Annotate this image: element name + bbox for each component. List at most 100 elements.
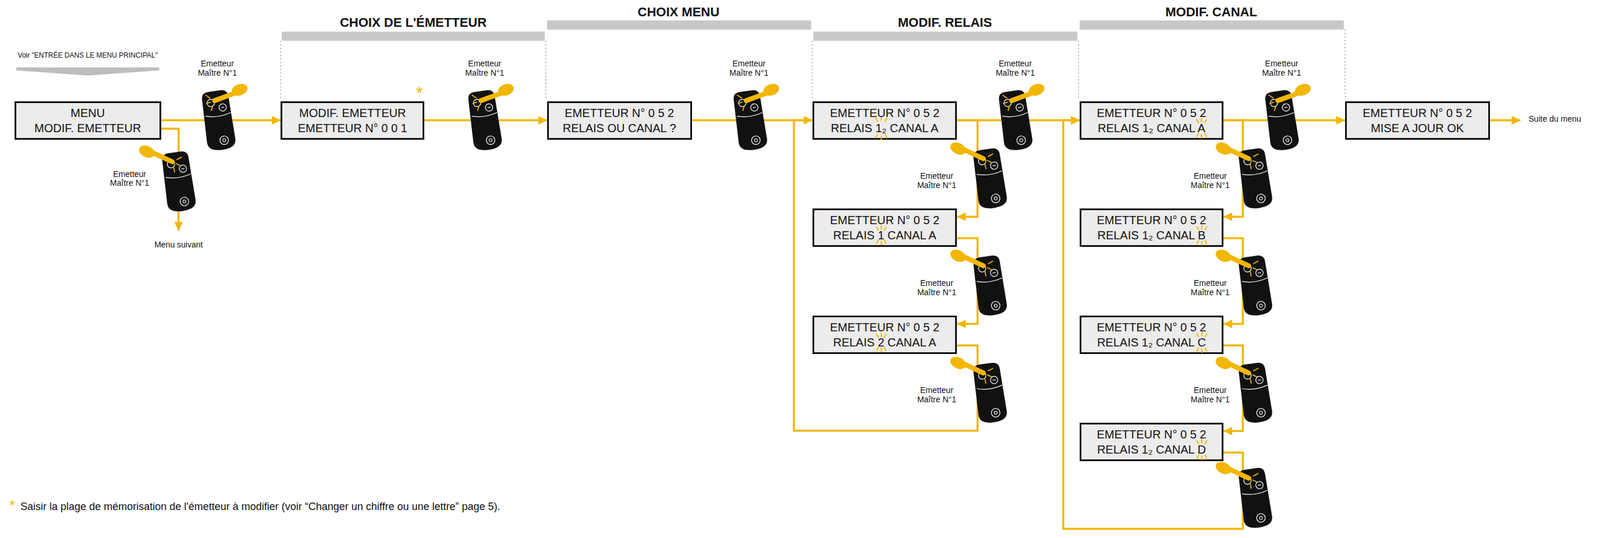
press-spark bbox=[476, 105, 481, 111]
exit-arrow bbox=[1489, 119, 1521, 122]
remote-ring bbox=[488, 138, 493, 143]
display-line: RELAIS OU CANAL ? bbox=[562, 120, 677, 136]
finger bbox=[1226, 146, 1252, 162]
press-spark bbox=[205, 94, 210, 99]
finger bbox=[961, 360, 987, 376]
remote-button-mark bbox=[1257, 272, 1261, 274]
press-spark bbox=[1253, 152, 1259, 158]
remote-button-mark bbox=[181, 168, 185, 170]
blink-ray bbox=[1201, 348, 1203, 353]
display-line: EMETTEUR N° 0 5 2 bbox=[1362, 105, 1472, 121]
finger bbox=[150, 149, 176, 165]
remote-ring bbox=[179, 196, 190, 207]
press-spark bbox=[741, 105, 746, 111]
press-spark bbox=[1253, 472, 1259, 478]
remote-label: Emetteur Maître N°1 bbox=[1186, 385, 1234, 404]
press-spark bbox=[1252, 160, 1257, 163]
exit-label: Suite du menu bbox=[1528, 114, 1581, 124]
display-box: EMETTEUR N° 0 5 2RELAIS 1₂ CANAL C bbox=[1079, 315, 1224, 354]
remote-control bbox=[200, 80, 251, 152]
remote-seam bbox=[976, 384, 1003, 391]
step-title: MODIF. RELAIS bbox=[898, 15, 992, 30]
display-line: EMETTEUR N° 0 5 2 bbox=[564, 105, 674, 121]
remote-seam bbox=[736, 112, 763, 119]
display-line: MODIF. EMETTEUR bbox=[299, 105, 406, 121]
display-line: RELAIS 1₂ CANAL A bbox=[1097, 120, 1206, 136]
remote-body bbox=[466, 89, 503, 152]
step-title: CHOIX MENU bbox=[637, 5, 720, 20]
pressing-finger bbox=[136, 139, 184, 173]
display-box: EMETTEUR N° 0 5 2RELAIS OU CANAL ? bbox=[547, 101, 693, 140]
footnote-text: Saisir la plage de mémorisation de l'éme… bbox=[20, 501, 501, 513]
display-box: EMETTEUR N° 0 5 2RELAIS 1₂ CANAL B bbox=[1079, 208, 1224, 247]
press-spark bbox=[1248, 163, 1254, 169]
remote-ring bbox=[1259, 196, 1264, 201]
remote-label: Emetteur Maître N°1 bbox=[105, 169, 154, 188]
press-spark bbox=[983, 270, 988, 276]
display-line: RELAIS 1₂ CANAL B bbox=[1097, 227, 1206, 243]
finger bbox=[961, 146, 987, 162]
remote-control bbox=[948, 350, 1009, 424]
press-spark bbox=[1272, 105, 1277, 111]
remote-control bbox=[1213, 455, 1274, 530]
remote-case bbox=[997, 89, 1034, 152]
press-spark bbox=[988, 366, 993, 372]
remote-button-mark bbox=[752, 107, 756, 109]
remote-label: Emetteur Maître N°1 bbox=[193, 59, 241, 78]
blink-ray bbox=[1201, 455, 1203, 460]
pressing-finger bbox=[1000, 80, 1048, 112]
press-spark bbox=[1268, 94, 1273, 99]
remote-control bbox=[997, 80, 1048, 152]
header-bar bbox=[1079, 20, 1344, 30]
remote-seam bbox=[1242, 490, 1268, 496]
finger bbox=[477, 90, 504, 104]
press-spark bbox=[1252, 479, 1257, 482]
remote-ring bbox=[1259, 303, 1264, 308]
pressing-finger bbox=[735, 80, 782, 112]
dotted-guide bbox=[1077, 40, 1080, 99]
display-line: MODIF. EMETTEUR bbox=[34, 120, 141, 136]
pressing-finger bbox=[948, 136, 995, 170]
remote-seam bbox=[1242, 170, 1268, 177]
display-line: RELAIS 1 CANAL A bbox=[832, 227, 936, 243]
press-spark bbox=[1269, 101, 1275, 104]
remote-label: Emetteur Maître N°1 bbox=[912, 278, 961, 297]
finger bbox=[1226, 360, 1252, 376]
press-spark bbox=[472, 101, 477, 104]
display-box: EMETTEUR N° 0 5 2RELAIS 1 CANAL A bbox=[812, 208, 958, 247]
step-title: MODIF. CANAL bbox=[1165, 5, 1258, 20]
press-spark bbox=[1253, 259, 1259, 265]
press-spark bbox=[988, 259, 993, 265]
remote-control bbox=[466, 80, 517, 152]
remote-ring bbox=[994, 303, 998, 308]
display-box: EMETTEUR N° 0 5 2MISE A JOUR OK bbox=[1345, 101, 1490, 140]
display-line: EMETTEUR N° 0 5 2 bbox=[1096, 319, 1206, 335]
remote-label: Emetteur Maître N°1 bbox=[1186, 278, 1234, 297]
press-spark bbox=[1248, 483, 1254, 489]
remote-body bbox=[997, 89, 1034, 152]
remote-control bbox=[948, 136, 1009, 210]
press-spark bbox=[983, 163, 988, 169]
display-box: EMETTEUR N° 0 5 2RELAIS 1₂ CANAL A bbox=[812, 101, 958, 140]
header-bar bbox=[547, 20, 812, 30]
finger bbox=[1008, 90, 1035, 104]
remote-ring bbox=[990, 300, 1001, 311]
remote-seam bbox=[205, 112, 232, 119]
display-line: EMETTEUR N° 0 5 2 bbox=[829, 105, 940, 121]
remote-ring bbox=[1019, 138, 1024, 143]
display-box: MODIF. EMETTEUREMETTEUR N° 0 0 1 bbox=[280, 101, 425, 140]
display-line: EMETTEUR N° 0 5 2 bbox=[1096, 212, 1206, 228]
entry-arrow bbox=[16, 67, 159, 76]
blink-ray bbox=[884, 134, 887, 138]
step-title: CHOIX DE L'ÉMETTEUR bbox=[339, 15, 487, 30]
exit-label: Menu suivant bbox=[154, 240, 203, 250]
reference-note: Voir "ENTRÉE DANS LE MENU PRINCIPAL" bbox=[18, 52, 158, 60]
blink-ray bbox=[875, 134, 878, 138]
press-spark bbox=[472, 94, 477, 99]
remote-case bbox=[731, 89, 769, 152]
remote-button bbox=[484, 103, 493, 112]
remote-button-mark bbox=[1284, 107, 1288, 109]
press-spark bbox=[176, 155, 182, 162]
